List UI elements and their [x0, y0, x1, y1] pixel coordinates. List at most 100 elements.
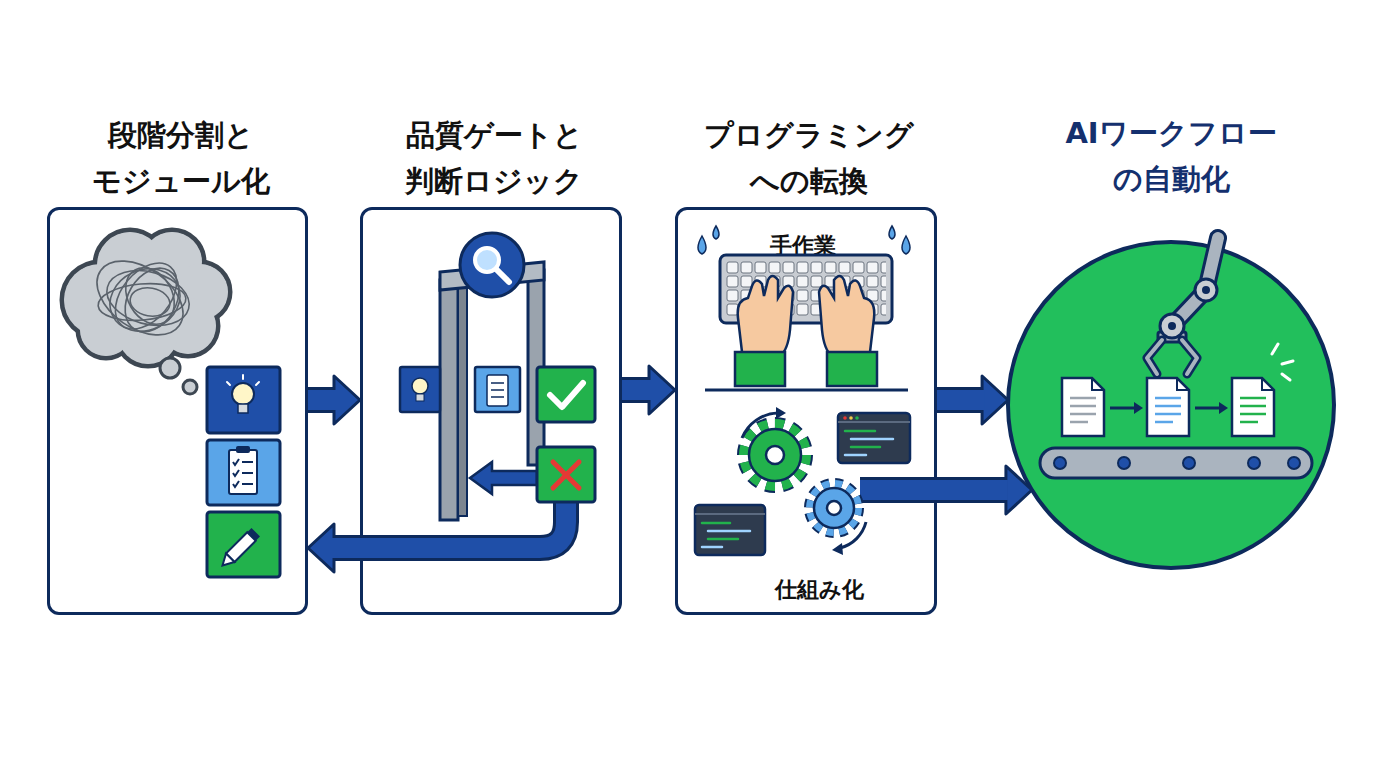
scribble [128, 285, 172, 320]
gate-post [528, 270, 544, 465]
clipboard-clip [236, 446, 250, 453]
cross-mark [553, 462, 579, 488]
arrow-shaft [332, 538, 360, 558]
sleeve [735, 352, 785, 386]
code-window [838, 413, 910, 463]
cloud-fill [64, 264, 136, 336]
arrow-shaft [937, 390, 984, 410]
scribble [114, 259, 190, 342]
conveyor-belt [1040, 448, 1312, 478]
pass-icon [537, 367, 595, 422]
rotation-arc [742, 413, 778, 438]
arrow-shaft-outline [308, 387, 336, 413]
cloud-fill [97, 232, 163, 298]
gate-post-side [458, 286, 467, 516]
bulb-base [416, 394, 424, 401]
section-label: 手作業 [678, 228, 928, 263]
step-panel: 段階分割と モジュール化 [47, 207, 308, 615]
list-line [242, 483, 253, 485]
arm-segment [1172, 238, 1218, 326]
circle-shape [1008, 242, 1334, 568]
magnifier-handle [497, 270, 509, 282]
bulb-ray [256, 382, 259, 385]
code-line [702, 546, 722, 549]
automation-arrow-body [860, 480, 939, 500]
icon-tile [207, 440, 280, 505]
rotation-head [776, 407, 786, 419]
text-line [1240, 397, 1266, 400]
gear [810, 484, 858, 532]
document [1062, 378, 1104, 436]
flow-arrow [937, 466, 1032, 514]
claw-outline [1182, 340, 1197, 374]
reject-arrow [470, 462, 537, 494]
code-line [845, 430, 875, 433]
cloud-fill [160, 298, 216, 354]
scribble [101, 262, 196, 334]
small-arrow-head [1219, 402, 1228, 414]
arm-outline [1172, 238, 1218, 326]
gear-body [749, 429, 801, 481]
circle-outline [1006, 240, 1336, 570]
window-dot [843, 416, 847, 420]
cloud-lobe [158, 296, 218, 356]
gate-post [440, 280, 458, 520]
document-sheet [1147, 378, 1189, 436]
icon-tile [207, 367, 280, 433]
text-line [1240, 405, 1266, 408]
document-fold [1262, 378, 1274, 390]
magnifier-lens [475, 248, 499, 272]
gear-teeth-outline [810, 484, 858, 532]
scribble [97, 280, 188, 324]
document [1147, 378, 1189, 436]
cloud-fill [106, 256, 190, 340]
arm-joint [1195, 279, 1217, 301]
arm-joint-pin [1168, 322, 1176, 330]
check-mark [233, 481, 239, 487]
list-line [491, 382, 504, 384]
gear-teeth [744, 424, 806, 486]
window-frame [695, 505, 765, 555]
thought-bubble [183, 380, 197, 394]
section-label: 仕組み化 [688, 572, 950, 607]
sparkle-ray [1272, 344, 1278, 354]
flow-arrow [937, 376, 1008, 424]
rotation-arc [840, 522, 866, 548]
list-line [491, 396, 504, 398]
cloud-fill [118, 304, 178, 364]
code-window [695, 505, 765, 555]
quality-gate [440, 262, 544, 520]
cloud-fill [80, 304, 132, 356]
claw-finger [1147, 340, 1162, 374]
document-sheet [1232, 378, 1274, 436]
gear-body [814, 488, 854, 528]
code-line [702, 522, 730, 525]
keyboard-body [720, 255, 892, 323]
cloud-lobe [62, 262, 138, 338]
small-arrow-line [1195, 407, 1221, 410]
gear-hole [766, 446, 784, 464]
pencil-tip [218, 553, 234, 569]
arrow-shaft-outline [937, 477, 1008, 503]
text-line [1155, 413, 1181, 416]
rotation-arrows [742, 407, 866, 555]
panel-heading: 品質ゲートと 判断ロジック [338, 112, 650, 204]
bulb-ray [242, 375, 244, 379]
gear [744, 424, 806, 486]
text-line [1155, 397, 1181, 400]
icon-tile [400, 367, 440, 412]
flow-arrow [308, 376, 360, 424]
scribble [103, 251, 189, 340]
hand [819, 276, 874, 356]
magnifier-badge [460, 233, 524, 297]
arrow-shaft-outline [937, 387, 984, 413]
keyboard-keys [726, 261, 886, 317]
gear-teeth-outline [744, 424, 806, 486]
goal-heading: AIワークフロー の自動化 [1021, 110, 1321, 202]
code-line [845, 454, 866, 457]
gate-idea-icon [400, 367, 440, 412]
check-mark [550, 383, 583, 407]
arrow-shaft [308, 390, 336, 410]
arm-joint-pin [1202, 286, 1210, 294]
text-line [1070, 405, 1096, 408]
